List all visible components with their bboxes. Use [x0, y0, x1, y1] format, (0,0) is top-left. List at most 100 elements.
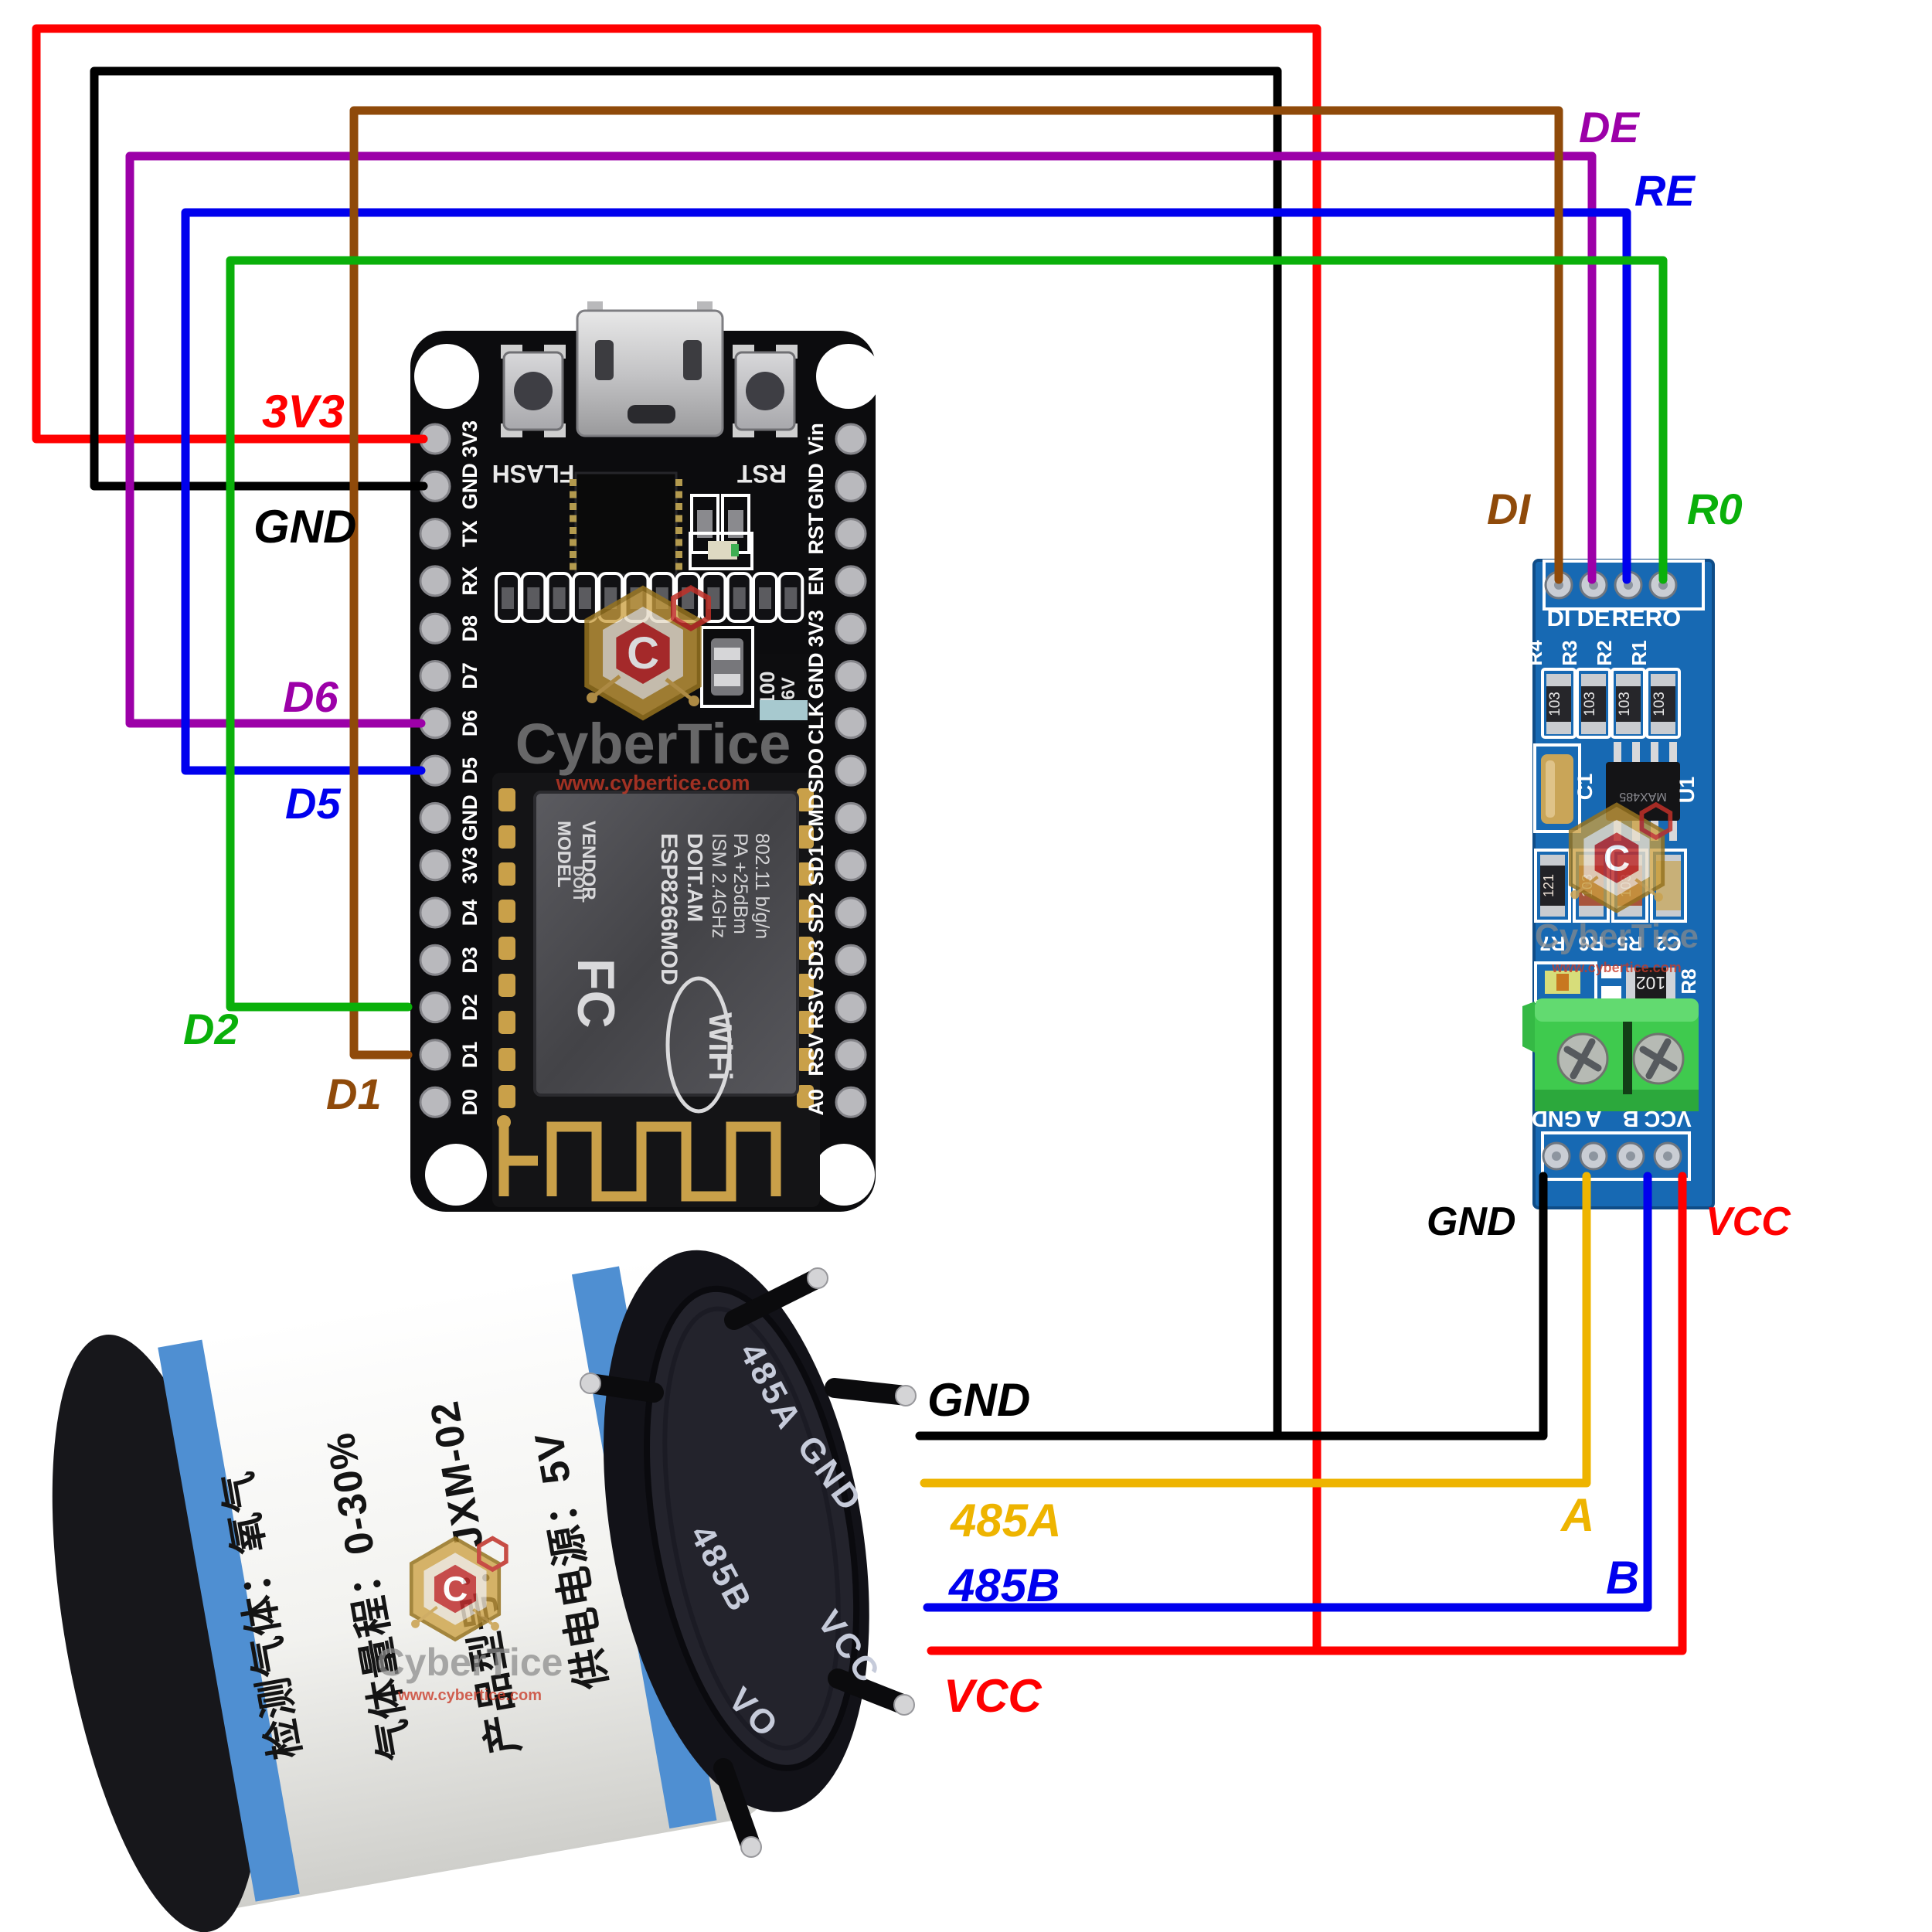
qfp-pin [675, 563, 682, 570]
antenna-feed-dot [497, 1115, 511, 1129]
wire-sensor-485a [920, 1172, 1591, 1488]
header-pad-metal [784, 587, 798, 609]
resistor-body [1616, 686, 1641, 722]
cybertice-logo-icon: C [1568, 801, 1673, 913]
rs485-bottom-label-VCC: VCC [1644, 1106, 1691, 1131]
wire-label-b: B [1606, 1552, 1639, 1604]
sensor-pin [825, 1378, 916, 1406]
pin-label-right: RSV [804, 986, 828, 1029]
mid-label: R5 [1617, 932, 1642, 955]
sensor-pin-tip [895, 1385, 917, 1406]
castellation-pad [498, 937, 515, 960]
flash-silk-label: FLASH [492, 460, 575, 488]
pin-pad-right-RST [835, 518, 867, 550]
pin-label-left: D5 [458, 757, 481, 784]
sensor-pin-tip [740, 1836, 762, 1858]
resistor-silk [1645, 668, 1681, 739]
pin-pad-right-SD2 [835, 896, 867, 929]
pin-pad-left-3V3 [419, 849, 451, 882]
pin-label-left: RX [458, 566, 481, 596]
rst-button [733, 345, 798, 437]
u1-pin [1669, 821, 1677, 841]
pin-label-left: D1 [458, 1042, 481, 1069]
pin-label-left: 3V3 [458, 847, 481, 884]
qfp-pin [570, 563, 577, 570]
castellation-pad [498, 900, 515, 923]
pin-label-left: D0 [458, 1089, 481, 1116]
passive-chip [697, 510, 713, 538]
resistor-value: 103 [1617, 692, 1633, 716]
shield-doit-am: DOIT.AM [683, 833, 707, 922]
mount-hole [425, 1144, 487, 1206]
wire-label-3v3: 3V3 [262, 386, 345, 437]
castellation-pad [797, 862, 814, 886]
shield-pa: PA +25dBm [730, 833, 751, 934]
resistor-solder [1616, 674, 1641, 686]
pin-label-right: GND [804, 463, 828, 509]
pin-pad-left-D2 [419, 992, 451, 1024]
usb-serial-chip [570, 471, 682, 577]
rs485-pin-label: RE [1611, 604, 1645, 631]
esp-metal-shield [533, 791, 799, 1097]
cybertice-brand-text: CyberTice [1535, 917, 1699, 955]
pin-label-left: D3 [458, 947, 481, 974]
terminal-screw [1556, 1032, 1609, 1085]
pin-label-left: D6 [458, 710, 481, 737]
resistor-solder [1581, 722, 1606, 734]
resistor-solder [1616, 722, 1641, 734]
wire-sensor-485b [923, 1172, 1652, 1612]
mid-label: R7 [1539, 932, 1565, 955]
svg-text:C: C [1604, 838, 1630, 879]
sensor-pin [828, 1668, 914, 1715]
usb-slot [683, 340, 702, 380]
wire-label-gnd: GND [253, 501, 356, 553]
wire-d5-to-re [181, 208, 1631, 775]
pin-pad-right-SDO [835, 754, 867, 787]
pin-pad-right-A0 [835, 1086, 867, 1118]
resistor-value: 103 [1547, 692, 1563, 716]
sensor-pin-tip [893, 1694, 915, 1716]
pin-pad-left-TX [419, 518, 451, 550]
castellation-pad [498, 974, 515, 997]
wifi-logo-text: WiFi [702, 1012, 739, 1080]
wire-label-gnd: GND [1427, 1199, 1516, 1244]
wire-label-d2: D2 [183, 1005, 239, 1053]
flash-button [501, 345, 566, 437]
mid-label: C2 [1655, 932, 1681, 955]
qfp-pin [675, 539, 682, 546]
pin-pad-left-D0 [419, 1086, 451, 1118]
pin-label-right: SDO [804, 748, 828, 794]
cap-voltage: 6V [778, 677, 799, 699]
rs485-bottom-pad-center [1589, 1151, 1598, 1161]
electrolytic-cap-100-6v: 100 6V [756, 654, 811, 723]
wifi-oval [665, 976, 732, 1114]
resistor-silk [1611, 668, 1646, 739]
resistor-body [1546, 686, 1571, 722]
rst-silk-label: RST [737, 460, 787, 488]
mid-label: R6 [1578, 932, 1604, 955]
shield-ism: ISM 2.4GHz [708, 833, 730, 938]
pcb-antenna [498, 1121, 781, 1202]
wires [32, 24, 1687, 1655]
svg-text:C: C [627, 628, 659, 679]
resistor-solder [1546, 674, 1571, 686]
wire-label-gnd: GND [927, 1374, 1030, 1426]
mount-hole [813, 1144, 875, 1206]
wire-label-485a: 485A [950, 1495, 1061, 1546]
terminal-divider [1623, 1022, 1632, 1094]
header-pad-metal [733, 587, 746, 609]
pin-pad-right-RSV [835, 1039, 867, 1071]
usb-slot [595, 340, 614, 380]
esp12-module: MODEL VENDOR FC DOIT ESP8266MOD DOIT.AM … [492, 773, 820, 1207]
wire-label-485b: 485B [948, 1560, 1060, 1611]
wire-label-de: DE [1579, 103, 1640, 151]
qfp-pin [675, 491, 682, 498]
pin-label-left: GND [458, 794, 481, 841]
nodemcu-board: FLASH RST 100 6V [410, 301, 881, 1212]
tantalum-cap [700, 626, 754, 708]
wire-label-d1: D1 [326, 1070, 382, 1118]
sensor-blue-stripe [158, 1339, 300, 1902]
center-header-row [495, 572, 804, 623]
